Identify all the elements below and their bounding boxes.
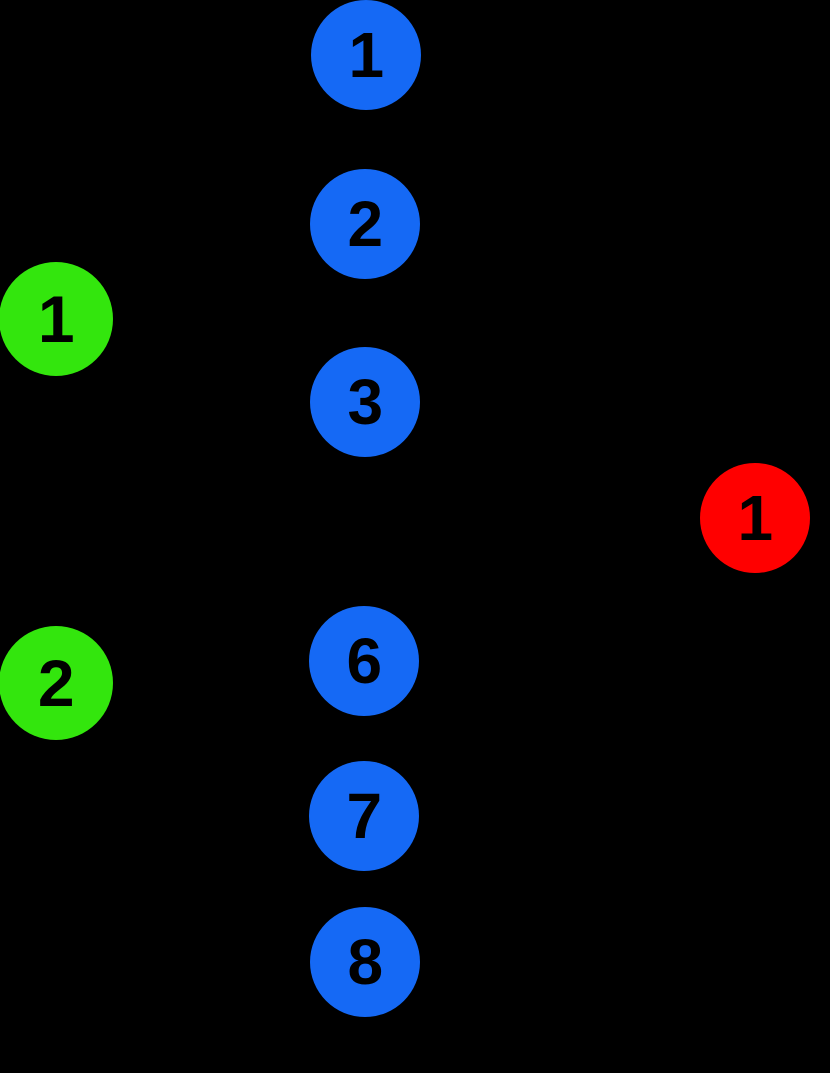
node-label: 1 <box>737 482 773 554</box>
node-label: 1 <box>348 19 384 91</box>
graph-node-blue-3[interactable]: 3 <box>310 347 420 457</box>
node-label: 1 <box>37 282 75 356</box>
graph-node-blue-2[interactable]: 2 <box>310 169 420 279</box>
node-label: 2 <box>37 646 75 720</box>
node-label: 7 <box>346 780 382 852</box>
graph-node-blue-1[interactable]: 1 <box>311 0 421 110</box>
graph-node-green-1[interactable]: 1 <box>0 262 113 376</box>
node-label: 8 <box>347 926 383 998</box>
node-label: 2 <box>347 188 383 260</box>
graph-node-red-1[interactable]: 1 <box>700 463 810 573</box>
graph-node-green-2[interactable]: 2 <box>0 626 113 740</box>
node-label: 3 <box>347 366 383 438</box>
graph-node-blue-8[interactable]: 8 <box>310 907 420 1017</box>
node-label: 6 <box>346 625 382 697</box>
graph-node-blue-6[interactable]: 6 <box>309 606 419 716</box>
graph-node-blue-7[interactable]: 7 <box>309 761 419 871</box>
